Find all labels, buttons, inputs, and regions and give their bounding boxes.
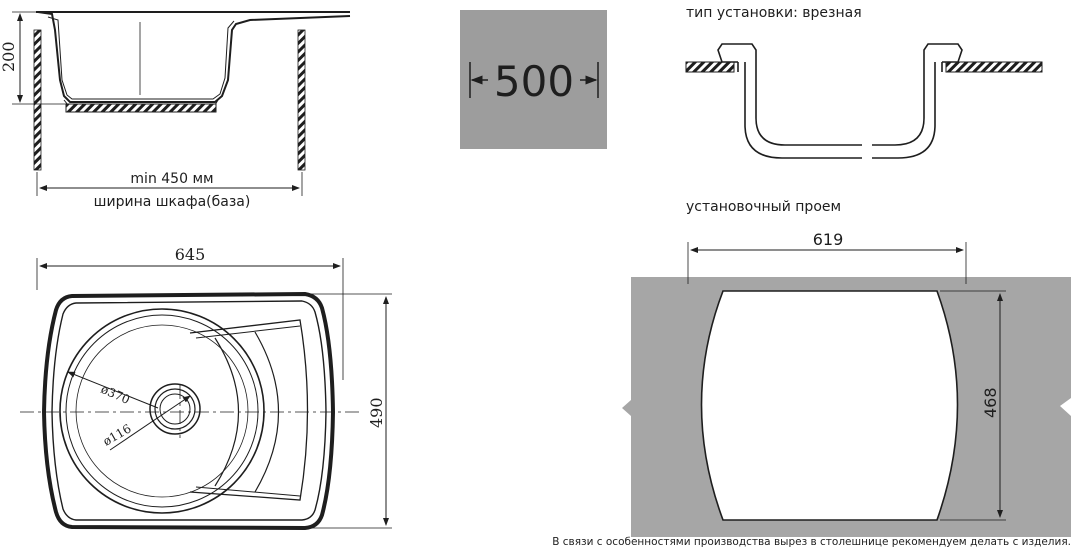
cabinet-wall-right [297, 29, 306, 171]
drain-diameter-leader [109, 395, 191, 451]
cutout-section: установочный проем 619 468 [622, 199, 1071, 537]
sink-depth-label: 490 [367, 397, 386, 428]
top-view-section: 645 ø370 ø116 490 [20, 245, 392, 531]
bowl-depth-badge: 500 [460, 10, 607, 149]
countertop-right [945, 61, 1043, 73]
cabinet-wall-left [33, 29, 42, 171]
footnote: В связи с особенностями производства выр… [552, 536, 1071, 547]
bowl-outer [59, 308, 265, 514]
bowl-diameter-leader [67, 371, 159, 409]
sink-width-label: 645 [175, 245, 206, 264]
cabinet-width-label: ширина шкафа(база) [94, 194, 251, 210]
cutout-title: установочный проем [686, 199, 841, 215]
bowl-diameter-label: ø370 [99, 382, 132, 407]
countertop-left [685, 61, 735, 73]
sink-profile [37, 11, 351, 103]
sink-flange-left [717, 43, 862, 146]
cutout-shape [700, 290, 959, 521]
cutout-height-label: 468 [981, 387, 1000, 418]
height-dimension-label: 200 [0, 41, 18, 72]
sink-base [65, 103, 217, 113]
sink-flange-right [872, 43, 963, 146]
drain-diameter-label: ø116 [101, 421, 134, 448]
min-width-label: min 450 мм [130, 171, 213, 187]
bowl-depth-value: 500 [494, 57, 574, 106]
install-type-section: тип установки: врезная [685, 5, 1043, 159]
side-view-section: 200 min 450 мм ширина шкафа(база) [0, 11, 351, 210]
install-type-label: тип установки: врезная [686, 5, 862, 21]
cutout-width-label: 619 [813, 230, 844, 249]
drain-outer [149, 383, 201, 435]
